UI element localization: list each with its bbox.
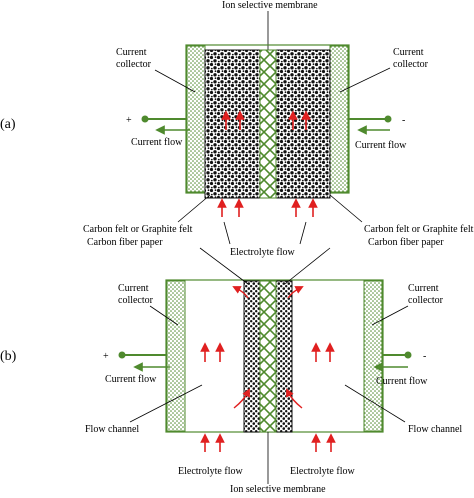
right-terminal-a bbox=[384, 115, 392, 123]
right-collector-label-b-line2: collector bbox=[408, 295, 444, 306]
right-collector-label-a-line2: collector bbox=[393, 59, 429, 70]
right-flow-channel-label-b: Flow channel bbox=[408, 424, 462, 435]
internal-flow-arrows-a bbox=[221, 110, 311, 130]
left-terminal-a bbox=[141, 115, 149, 123]
leader-line bbox=[149, 305, 179, 326]
leader-line bbox=[199, 247, 249, 285]
right-paper-label-a: Carbon fiber paper bbox=[368, 237, 444, 248]
panel-a-label: (a) bbox=[0, 117, 16, 132]
right-current-flow-label-a: Current flow bbox=[355, 140, 407, 151]
left-current-collector-a bbox=[186, 45, 206, 193]
left-paper-electrode-b bbox=[243, 280, 261, 433]
leader-line bbox=[284, 247, 331, 285]
left-collector-label-a-line1: Current bbox=[116, 47, 147, 58]
channel-flow-arrows-b bbox=[200, 342, 335, 362]
left-collector-label-b-line1: Current bbox=[118, 283, 149, 294]
left-current-collector-b bbox=[166, 280, 186, 432]
leader-line bbox=[344, 384, 406, 423]
leader-line bbox=[154, 69, 196, 93]
leader-line bbox=[299, 221, 307, 245]
right-collector-label-b-line1: Current bbox=[408, 283, 439, 294]
flow-arrow bbox=[233, 388, 250, 409]
right-current-flow-label-b: Current flow bbox=[376, 376, 428, 387]
panel-a-membrane-label: Ion selective membrane bbox=[222, 0, 318, 11]
inlet-arrows-b bbox=[200, 433, 336, 452]
panel-b: (b) bbox=[0, 247, 462, 495]
ion-membrane-a bbox=[259, 49, 277, 199]
left-felt-label-a: Carbon felt or Graphite felt bbox=[83, 224, 193, 235]
right-electrolyte-flow-label-b: Electrolyte flow bbox=[290, 466, 355, 477]
ion-membrane-b bbox=[259, 280, 277, 433]
minus-sign-a: - bbox=[402, 115, 405, 126]
leader-line bbox=[371, 305, 409, 326]
right-current-collector-b bbox=[363, 280, 383, 432]
leader-line bbox=[339, 67, 391, 93]
minus-sign-b: - bbox=[423, 351, 426, 362]
leader-line bbox=[129, 384, 203, 423]
left-current-flow-label-b: Current flow bbox=[105, 374, 157, 385]
leader-line bbox=[177, 194, 211, 223]
inlet-arrows-a bbox=[217, 198, 318, 217]
curved-flow-arrows-b bbox=[232, 286, 304, 409]
left-collector-label-b-line2: collector bbox=[118, 295, 154, 306]
plus-sign-a: + bbox=[126, 115, 132, 126]
right-felt-electrode-a bbox=[275, 49, 331, 199]
left-paper-label-a: Carbon fiber paper bbox=[87, 237, 163, 248]
left-felt-electrode-a bbox=[204, 49, 261, 199]
flow-arrow bbox=[287, 286, 304, 299]
left-terminal-b bbox=[118, 351, 126, 359]
right-collector-label-a-line1: Current bbox=[393, 47, 424, 58]
right-felt-label-a: Carbon felt or Graphite felt bbox=[364, 224, 474, 235]
left-electrolyte-flow-label-b: Electrolyte flow bbox=[178, 466, 243, 477]
left-collector-label-a-line2: collector bbox=[116, 59, 152, 70]
plus-sign-b: + bbox=[103, 351, 109, 362]
left-current-flow-label-a: Current flow bbox=[131, 137, 183, 148]
electrolyte-flow-label-a: Electrolyte flow bbox=[230, 247, 295, 258]
left-flow-channel-label-b: Flow channel bbox=[85, 424, 139, 435]
flow-arrow bbox=[232, 286, 249, 299]
panel-a: (a) Ion selective membrane + bbox=[0, 0, 474, 258]
panel-b-membrane-label: Ion selective membrane bbox=[230, 484, 326, 493]
leader-line bbox=[223, 221, 231, 245]
panel-b-label: (b) bbox=[0, 349, 17, 364]
leader-line bbox=[329, 194, 363, 223]
right-terminal-b bbox=[404, 351, 412, 359]
right-paper-electrode-b bbox=[275, 280, 293, 433]
right-current-collector-a bbox=[329, 45, 349, 193]
flow-arrow bbox=[286, 388, 303, 409]
